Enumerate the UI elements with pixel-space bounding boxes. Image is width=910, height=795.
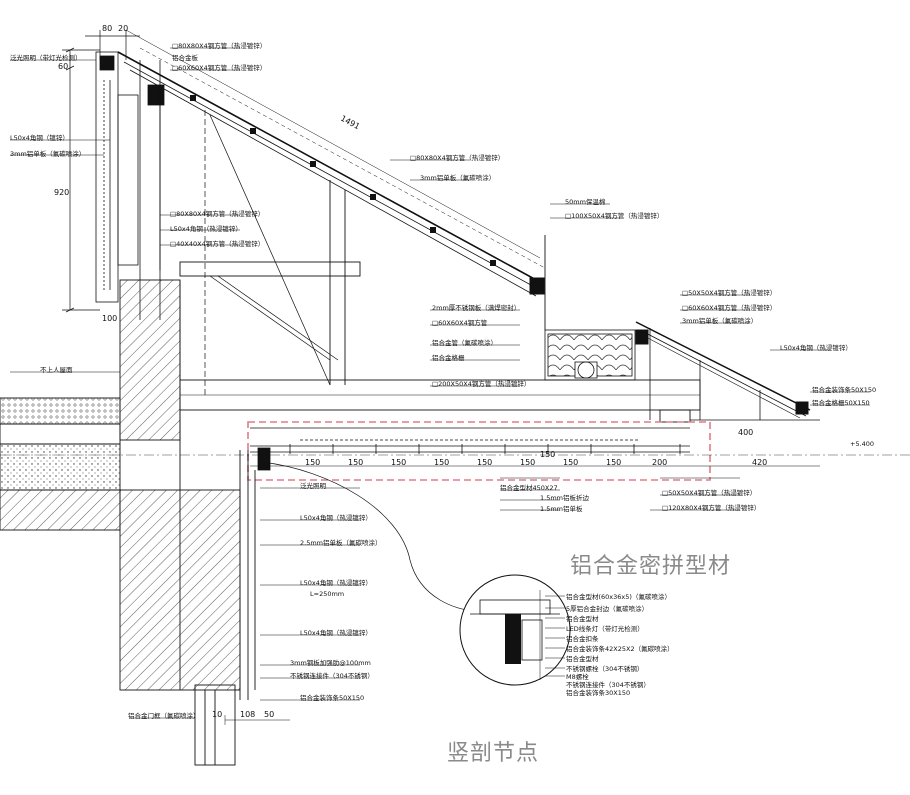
detail-label-1: 铝合金型材(60x36x5)（氟碳喷涂） [566, 593, 671, 601]
label-s: □60X60X4钢方管（热浸镀锌） [682, 304, 777, 312]
label-l: □100X50X4钢方管（热浸镀锌） [565, 212, 664, 220]
label-y: 1.5mm铝板折边 [540, 494, 590, 502]
label-top-left: 泛光照明（带灯光检测） [10, 54, 82, 62]
dim-20: 20 [118, 24, 129, 33]
detail-label-8: 不锈钢螺栓（304不锈钢） [566, 665, 644, 673]
label-j: □40X40X4钢方管（热浸镀锌） [170, 240, 265, 248]
detail-label-2: 5厚铝合金封边（氟碳喷涂） [566, 605, 649, 613]
caption-side: 铝合金密拼型材 [570, 554, 732, 579]
label-b: 3mm铝单板（氟碳喷涂） [10, 150, 86, 158]
dim-80: 80 [102, 24, 113, 33]
dim-150-1: 150 [305, 458, 321, 467]
dim-150-6: 150 [520, 458, 536, 467]
label-i: L50x4角钢（热浸镀锌） [170, 225, 242, 233]
label-al: 铝合金门框（氟碳喷涂） [128, 712, 200, 720]
dim-420: 420 [752, 458, 768, 467]
label-k: 50mm保温棉 [565, 198, 606, 206]
dim-10: 10 [212, 710, 223, 719]
label-plate: 铝合金板 [172, 54, 198, 62]
label-a: L50x4角钢（镀锌） [10, 134, 69, 142]
label-v: 铝合金装饰条50X150 [812, 386, 877, 394]
left-dimension-stack [62, 30, 140, 313]
dim-150-5: 150 [477, 458, 493, 467]
dim-108: 108 [240, 710, 256, 719]
dim-100: 100 [102, 314, 118, 323]
label-d: □80X80X4钢方管（热浸镀锌） [172, 42, 267, 50]
leaders-right [430, 203, 870, 511]
dim-150-9: 150 [540, 450, 556, 459]
dim-200: 200 [652, 458, 668, 467]
detail-label-11: 铝合金装饰条30X150 [566, 689, 631, 697]
label-ak: 铝合金装饰条50X150 [300, 694, 365, 702]
dim-150-7: 150 [563, 458, 579, 467]
roof-slab [0, 397, 121, 531]
label-aa: □50X50X4钢方管（热浸镀锌） [662, 489, 757, 497]
label-ah: L50x4角钢（热浸镀锌） [300, 629, 372, 637]
label-g: 3mm铝单板（氟碳喷涂） [420, 174, 496, 182]
dim-150-4: 150 [434, 458, 450, 467]
label-af: L50x4角钢（热浸镀锌） [300, 579, 372, 587]
detail-leaders [545, 595, 565, 677]
vertical-wall [119, 279, 256, 766]
label-e: □60X60X4钢方管（热浸镀锌） [172, 64, 267, 72]
leaders-left [10, 47, 470, 246]
label-p: 铝合金格栅 [432, 354, 465, 362]
roof-fixings [190, 95, 496, 266]
soffit-louvres [250, 427, 690, 471]
detail-label-7: 铝合金型材 [566, 655, 599, 663]
detail-label-4: LED线条灯（带灯光检测） [566, 625, 644, 633]
label-am: 不上人屋面 [40, 366, 73, 374]
label-r: □50X50X4钢方管（热浸镀锌） [682, 289, 777, 297]
main-sloped-roof [117, 29, 546, 395]
dim-50: 50 [264, 710, 275, 719]
detail-circle [459, 574, 571, 686]
label-ab: □120X80X4钢方管（热浸镀锌） [662, 504, 761, 512]
label-ag: L=250mm [310, 590, 345, 598]
detail-label-10: 不锈钢连接件（304不锈钢） [566, 681, 650, 689]
dim-920: 920 [54, 188, 70, 197]
detail-label-9: M8螺栓 [566, 673, 589, 681]
label-z: 1.5mm铝单板 [540, 505, 583, 513]
dim-150-3: 150 [391, 458, 407, 467]
detail-label-3: 铝合金型材 [566, 615, 599, 623]
label-ai: 3mm钢板加强肋@100mm [290, 659, 371, 667]
label-ae: 2.5mm铝单板（氟碳喷涂） [300, 539, 382, 547]
label-n: □60X60X4钢方管 [432, 319, 488, 327]
label-t: 3mm铝单板（氟碳喷涂） [682, 317, 758, 325]
label-w: 铝合金格栅50X150 [812, 399, 870, 407]
secondary-sloped-roof [635, 321, 811, 420]
label-o: 铝合金管（氟碳喷涂） [432, 339, 497, 347]
highlight-region [247, 421, 711, 481]
label-x: 铝合金型材450X27 [500, 484, 558, 492]
dim-150-8: 150 [606, 458, 622, 467]
dim-400: 400 [738, 428, 754, 437]
label-ad: L50x4角钢（热浸镀锌） [300, 514, 372, 522]
dim-150-2: 150 [348, 458, 364, 467]
grille-box [544, 329, 636, 381]
label-an: +5.400 [850, 440, 875, 448]
label-q: □200X50X4钢方管（热浸镀锌） [432, 380, 531, 388]
detail-label-5: 铝合金扣条 [566, 635, 599, 643]
caption-main: 竖剖节点 [447, 741, 540, 766]
label-h: □80X80X4钢方管（热浸镀锌） [170, 210, 265, 218]
label-u: L50x4角钢（热浸镀锌） [780, 344, 852, 352]
louvre-ticks [289, 444, 681, 454]
label-f: □80X80X4钢方管（热浸镀锌） [410, 154, 505, 162]
detail-label-6: 铝合金装饰条42X25X2（氟碳喷涂） [566, 645, 674, 653]
dim-60: 60 [58, 62, 69, 71]
detail-callout-curve [261, 461, 471, 611]
label-aj: 不锈钢连接件（304不锈钢） [290, 672, 374, 680]
leaders-wall [130, 487, 360, 725]
label-m: 2mm厚不锈钢板（满焊密封） [432, 304, 521, 312]
label-ac: 泛光照明 [300, 482, 326, 490]
